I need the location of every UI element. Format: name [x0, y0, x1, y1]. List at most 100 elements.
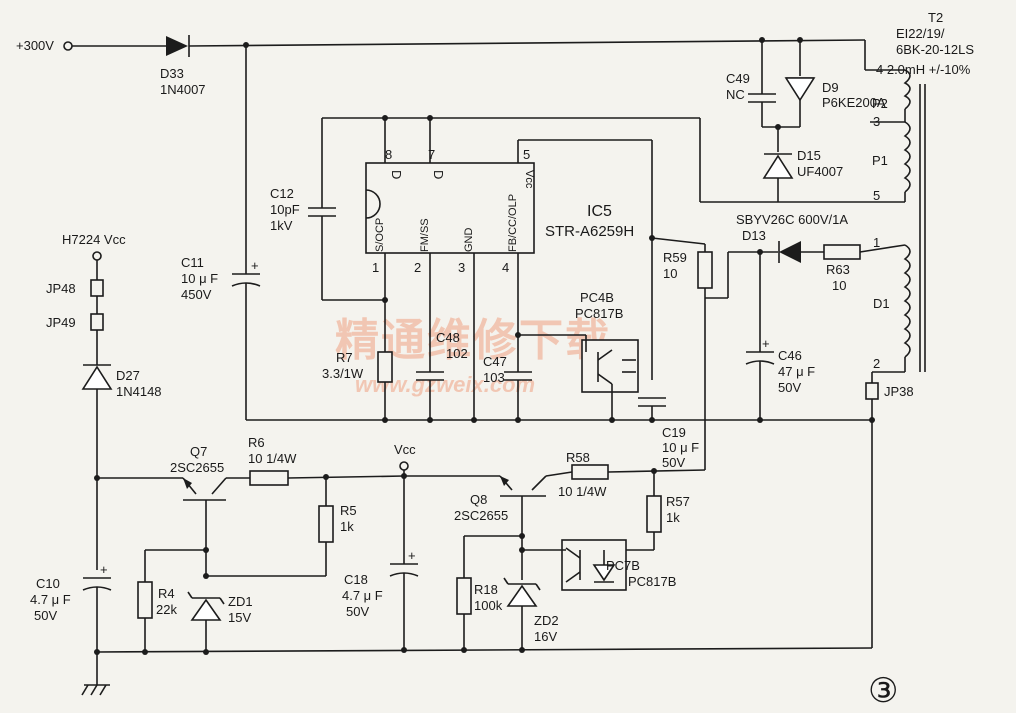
t2-pin1: 1 [873, 235, 880, 250]
r63-val: 10 [832, 278, 846, 293]
schematic-wire [365, 162, 535, 254]
schematic-wire [545, 471, 573, 477]
schematic-wire [219, 597, 225, 605]
t2-d1: D1 [873, 296, 890, 311]
schematic-wire [203, 573, 209, 579]
d13-ref: SBYV26C 600V/1A [736, 212, 848, 227]
schematic-wire [96, 647, 873, 653]
r4-ref: R4 [158, 586, 175, 601]
ic5-wiring: C12 10pF 1kV R7 3.3/1W C48 102 C47 103 [246, 115, 875, 470]
q7-transistor: Q7 2SC2655 [170, 444, 250, 576]
pc4b-optocoupler [581, 339, 639, 393]
r63-ref: R63 [826, 262, 850, 277]
pc7b-val: PC817B [628, 574, 676, 589]
schematic-wire [190, 598, 222, 621]
r18-val: 100k [474, 598, 503, 613]
c46-val: 47 μ F [778, 364, 815, 379]
d13-ref2: D13 [742, 228, 766, 243]
q7-ref: Q7 [190, 444, 207, 459]
schematic-wire [90, 684, 98, 696]
c18-val: 4.7 μ F [342, 588, 383, 603]
schematic-wire [427, 417, 433, 423]
schematic-wire [211, 477, 227, 495]
schematic-wire [649, 417, 655, 423]
c48-ref: C48 [436, 330, 460, 345]
schematic-label: GND [463, 228, 475, 253]
c19-val2: 50V [662, 455, 685, 470]
q7-val: 2SC2655 [170, 460, 224, 475]
schematic-wire [382, 297, 388, 303]
schematic-wire [90, 279, 104, 297]
t2-pin2: 2 [873, 356, 880, 371]
r57-ref: R57 [666, 494, 690, 509]
r57-pc7b: R57 1k PC7B PC817B [519, 471, 690, 591]
schematic-wire [456, 577, 472, 615]
schematic-wire [81, 684, 89, 696]
pc4b-val: PC817B [575, 306, 623, 321]
c49-ref: C49 [726, 71, 750, 86]
r57-val: 1k [666, 510, 680, 525]
ic5-chip: IC5 STR-A6259H 8 7 5 1 2 3 4 D D S/OCP F… [365, 147, 634, 275]
schematic-label: + [408, 548, 416, 563]
r59-resistor: R59 10 [663, 250, 728, 299]
secondary-rectifier: SBYV26C 600V/1A D13 R63 10 + C46 47 μ F … [727, 212, 914, 648]
transformer-t2: T2 EI22/19/ 6BK-20-12LS 4 2.0mH +/-10% P… [870, 10, 974, 372]
r6-val: 10 1/4W [248, 451, 297, 466]
c18-val2: 50V [346, 604, 369, 619]
schematic-wire [571, 464, 609, 480]
r6-resistor: R6 10 1/4W [248, 435, 405, 486]
schematic-wire [865, 382, 879, 400]
vcc-label: Vcc [394, 442, 416, 457]
rail-300v-label: +300V [16, 38, 54, 53]
t2-winding-p2 [903, 69, 911, 110]
zd1-val: 15V [228, 610, 251, 625]
schematic-wire [651, 237, 706, 245]
schematic-wire [249, 470, 289, 486]
schematic-label: FB/CC/OLP [507, 194, 519, 252]
q8-ref: Q8 [470, 492, 487, 507]
schematic-wire [365, 189, 381, 219]
t2-line1: EI22/19/ [896, 26, 945, 41]
schematic-wire [500, 476, 509, 486]
schematic-wire [859, 244, 906, 253]
d15-val: UF4007 [797, 164, 843, 179]
r5-ref: R5 [340, 503, 357, 518]
q8-transistor: Q8 2SC2655 [454, 471, 573, 580]
d9-val: P6KE200A [822, 95, 886, 110]
schematic-wire [609, 417, 615, 423]
figure-number: ③ [868, 672, 898, 710]
schematic-wire [187, 591, 193, 599]
t2-pin5: 5 [873, 188, 880, 203]
ic5-part: STR-A6259H [545, 223, 634, 240]
r18-ref: R18 [474, 582, 498, 597]
t2-winding-p1 [903, 121, 911, 193]
c12-val2: 1kV [270, 218, 293, 233]
c46-ref: C46 [778, 348, 802, 363]
schematic-label: D [431, 170, 446, 179]
schematic-wire [697, 251, 713, 289]
r18-zd2: R18 100k ZD2 16V [456, 533, 559, 650]
c11-capacitor: + C11 10 μ F 450V [181, 45, 261, 420]
schematic-wire [503, 577, 509, 585]
q8-val: 2SC2655 [454, 508, 508, 523]
vcc-node: Vcc + C18 4.7 μ F 50V [342, 442, 500, 650]
schematic-label: Vcc [523, 170, 535, 189]
c11-val2: 450V [181, 287, 212, 302]
d27-val: 1N4148 [116, 384, 162, 399]
c47-val: 103 [483, 370, 505, 385]
t2-winding-d1 [903, 244, 911, 358]
schematic-label: S/OCP [374, 218, 386, 252]
c47-ref: C47 [483, 354, 507, 369]
schematic-wire [646, 495, 662, 533]
d15-ref: D15 [797, 148, 821, 163]
schematic-wire [535, 583, 541, 591]
schematic-label: 8 [385, 147, 392, 162]
schematic-wire [779, 241, 801, 263]
t2-line2: 6BK-20-12LS [896, 42, 974, 57]
t2-ref: T2 [928, 10, 943, 25]
vcc-regulator: H7224 Vcc JP48 JP49 D27 1N4148 + C10 4.7… [30, 232, 873, 696]
schematic-wire [377, 351, 393, 383]
r4-zd1: R4 22k ZD1 15V [137, 547, 253, 652]
r59-val: 10 [663, 266, 677, 281]
snubber-network: C49 NC D9 P6KE200A D15 UF4007 [700, 40, 905, 203]
